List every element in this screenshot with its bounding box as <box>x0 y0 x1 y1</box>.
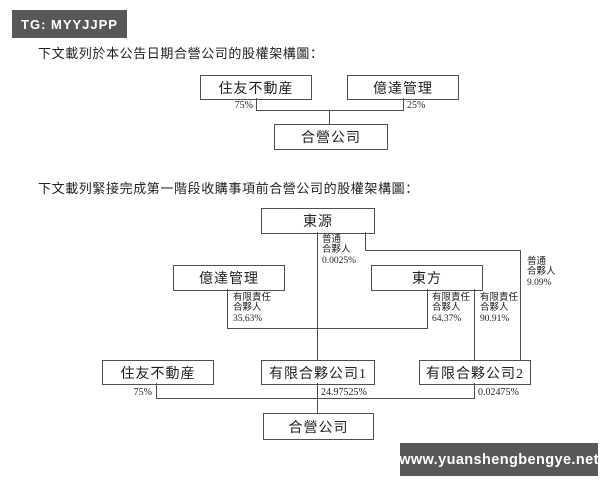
edge-label-sumitomo-75: 75% <box>234 100 253 111</box>
edge-line <box>427 289 429 329</box>
chart2-caption: 下文載列緊接完成第一階段收購事項前合營公司的股權架構圖： <box>38 181 419 196</box>
node-dongyuan: 東源 <box>261 208 375 234</box>
edge-line <box>474 289 476 360</box>
node-yida-management: 億達管理 <box>347 75 459 100</box>
node-limited-partnership-1: 有限合夥公司1 <box>261 360 375 385</box>
edge-line <box>329 110 331 125</box>
node-dongfang: 東方 <box>371 265 483 291</box>
edge-line <box>317 232 319 360</box>
edge-line <box>365 232 367 251</box>
edge-label-lp1-24_97525: 24.97525% <box>321 387 367 398</box>
node-joint-venture: 合營公司 <box>274 124 388 150</box>
edge-label-sumitomo-75: 75% <box>133 387 152 398</box>
node-yida-management: 億達管理 <box>173 265 285 291</box>
telegram-watermark-badge: TG: MYYJJPP <box>12 10 127 38</box>
edge-label-gp-0_0025: 普通 合夥人 0.0025% <box>322 235 357 266</box>
node-joint-venture: 合營公司 <box>263 413 374 440</box>
website-watermark-badge: www.yuanshengbengye.net <box>399 443 598 476</box>
edge-label-lp-90_91: 有限責任 合夥人 90.91% <box>480 293 519 324</box>
node-limited-partnership-2: 有限合夥公司2 <box>419 360 531 385</box>
edge-line <box>474 383 476 399</box>
edge-line <box>520 250 522 360</box>
edge-line <box>227 328 428 330</box>
edge-label-yida-25: 25% <box>407 100 426 111</box>
edge-line <box>256 98 258 111</box>
edge-line <box>227 289 229 329</box>
edge-label-lp-35_63: 有限責任 合夥人 35.63% <box>233 293 272 324</box>
edge-label-lp2-0_02475: 0.02475% <box>478 387 519 398</box>
edge-line <box>403 98 405 111</box>
edge-label-gp-9_09: 普通 合夥人 9.09% <box>527 257 556 288</box>
edge-label-lp-64_37: 有限責任 合夥人 64.37% <box>432 293 471 324</box>
edge-line <box>365 250 521 252</box>
node-sumitomo: 住友不動産 <box>102 360 214 385</box>
chart1-caption: 下文載列於本公告日期合營公司的股權架構圖： <box>38 46 324 61</box>
edge-line <box>156 398 475 400</box>
edge-line <box>156 383 158 399</box>
node-sumitomo: 住友不動産 <box>200 75 312 100</box>
